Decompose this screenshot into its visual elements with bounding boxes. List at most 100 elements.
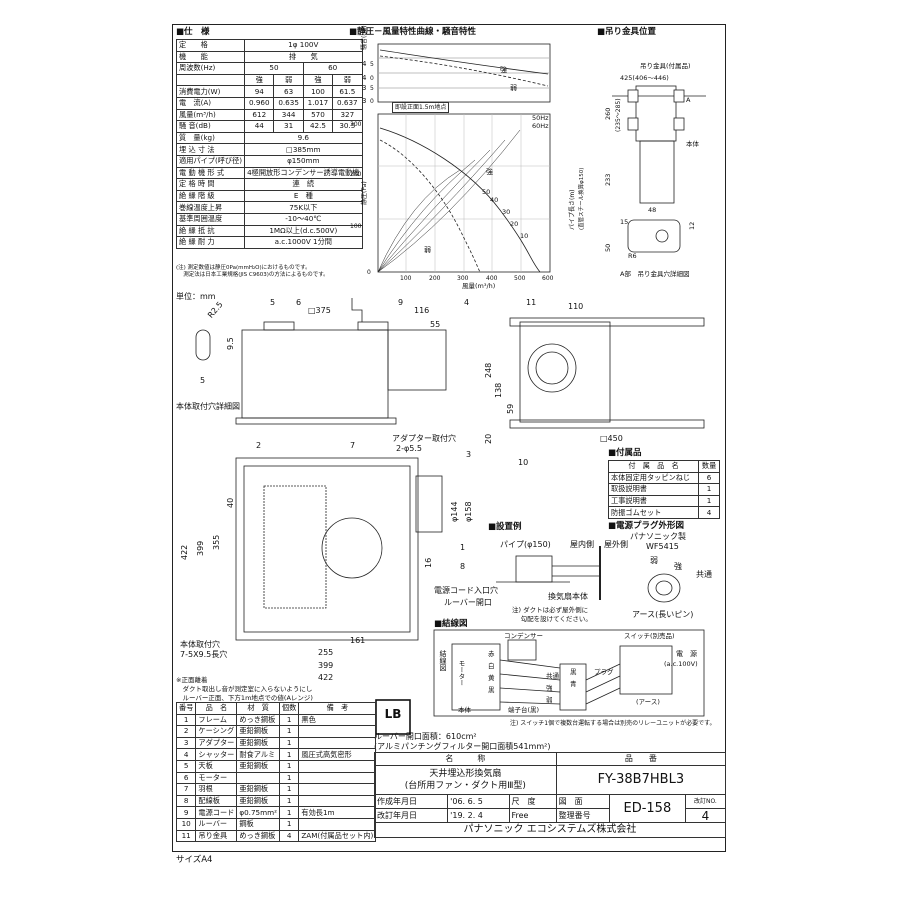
install-cord: 電源コード入口穴	[434, 586, 498, 595]
parts-cell	[298, 725, 377, 738]
noise-tick-3: 3	[362, 84, 367, 92]
spec-value: 94	[244, 85, 275, 98]
wiring-note: 注) スイッチ1個で複数台運転する場合は別売のリレーユニットが必要です。	[510, 720, 716, 727]
install-note-2: 勾配を設けてください。	[512, 615, 592, 623]
parts-cell: 1	[278, 817, 300, 831]
body-hole-label: 本体取付穴	[180, 640, 220, 649]
dim-355: 355	[212, 534, 221, 550]
parts-cell: 風圧式高気密形	[298, 748, 377, 761]
spec-value: 9.6	[244, 131, 363, 145]
noise-weak-label: 弱	[510, 84, 517, 92]
acc-name: 工事説明書	[607, 494, 700, 508]
parts-cell: アダプター	[195, 736, 238, 750]
spec-value: 1φ 100V	[244, 39, 363, 52]
spec-label: 風量(m³/h)	[175, 108, 246, 122]
dim-20: 20	[484, 433, 493, 444]
pipe-axis-label-2: (直管スチール換算φ150)	[579, 167, 585, 230]
spec-label: 機 能	[175, 50, 246, 64]
spec-value: 0.635	[273, 96, 304, 110]
parts-cell: 配線板	[195, 794, 238, 808]
spec-value: φ150mm	[244, 154, 363, 168]
pipe-tick-40: 40	[490, 196, 499, 204]
hang-d260: 260	[604, 107, 612, 120]
pipe-tick-30: 30	[502, 208, 511, 216]
spec-row: 適用パイプ(呼び径)φ150mm	[175, 154, 363, 168]
wire-red: 赤	[488, 650, 495, 658]
x-tick-100: 100	[400, 275, 412, 282]
callout-3: 3	[466, 450, 472, 459]
spec-value: 327	[332, 108, 363, 122]
tb-revno-head: 改訂NO.	[684, 794, 727, 809]
spec-value: □385mm	[244, 143, 363, 156]
spec-label: 絶 縁 抵 抗	[175, 224, 246, 238]
noise-tick-1: 4	[362, 60, 367, 68]
parts-cell: 1	[278, 725, 300, 738]
x-tick-600: 600	[542, 275, 554, 282]
dim-95: 9.5	[226, 337, 235, 350]
louver-area: ルーバー開口面積：610cm²	[374, 732, 477, 741]
spec-label: 基準周囲温度	[175, 212, 246, 226]
body-hole-label-2: 7-5X9.5長穴	[180, 650, 228, 659]
dims-note-1: ※正面離着	[176, 676, 208, 684]
callout-1: 1	[460, 543, 466, 552]
parts-cell: 2	[175, 725, 197, 738]
acc-qty: 1	[698, 494, 720, 508]
parts-head-row: 番号品 名材 質個数備 考	[175, 702, 377, 715]
x-tick-200: 200	[429, 275, 441, 282]
tb-name-line-2: (台所用ファン・ダクト用Ⅲ型)	[404, 781, 526, 791]
unit-label: 単位：mm	[176, 292, 216, 301]
tb-company: パナソニック エコシステムズ株式会社	[374, 822, 726, 838]
parts-cell: シャッター	[195, 748, 238, 761]
callout-4: 4	[464, 298, 470, 307]
dim-399b: 399	[318, 661, 334, 670]
hang-d233: 233	[604, 173, 612, 186]
parts-cell: 鋼板	[236, 817, 280, 831]
parts-cell	[298, 736, 377, 750]
p-tick-0: 0	[367, 269, 371, 276]
dim-248: 248	[484, 362, 493, 378]
wiring-common: 共通	[546, 672, 559, 680]
parts-cell: ルーバー	[195, 817, 238, 831]
spec-row: 強弱強弱	[175, 73, 363, 87]
parts-cell: 亜鉛鋼板	[236, 783, 280, 796]
spec-row: 定 格 時 間連 続	[175, 178, 363, 191]
parts-cell	[298, 817, 377, 831]
pressure-strong-label: 強	[486, 168, 493, 176]
install-title: ■設置例	[488, 522, 522, 532]
install-louver: ルーバー開口	[444, 598, 492, 607]
parts-cell: 黒色	[298, 713, 377, 727]
tb-revno: 4	[684, 808, 727, 823]
spec-value: 31	[273, 120, 304, 133]
spec-value: 75K以下	[244, 201, 363, 214]
noise-val-3: 5	[370, 85, 374, 92]
spec-label: 電 流(A)	[175, 96, 246, 110]
parts-cell: モーター	[195, 771, 238, 785]
wiring-weak: 弱	[546, 696, 553, 704]
acc-head-qty: 数量	[698, 460, 720, 473]
spec-label: 絶 縁 階 級	[175, 189, 246, 203]
spec-value: 63	[273, 85, 304, 98]
parts-head: 個数	[278, 702, 300, 715]
hz60-label: 60Hz	[532, 122, 549, 130]
parts-cell	[298, 771, 377, 785]
tb-product-name: 天井埋込形換気扇 (台所用ファン・ダクト用Ⅲ型)	[374, 765, 557, 795]
parts-cell: 7	[175, 783, 197, 796]
callout-10: 10	[518, 458, 529, 467]
hang-r6: R6	[628, 252, 637, 260]
callout-8: 8	[460, 562, 466, 571]
dim-110: 110	[568, 302, 584, 311]
parts-cell: 1	[278, 736, 300, 750]
wiring-title: ■結線図	[434, 619, 468, 629]
spec-value: 強	[302, 73, 334, 87]
wiring-condenser-label: コンデンサー	[504, 632, 543, 640]
